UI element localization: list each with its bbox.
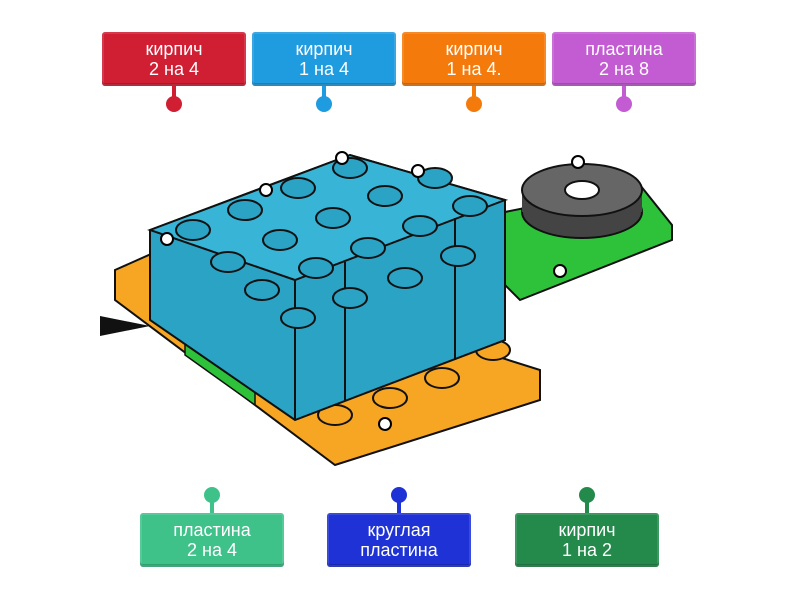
label-pin [172, 86, 176, 100]
label-text: 1 на 2 [562, 540, 612, 560]
label-text: 1 на 4 [299, 59, 349, 79]
label-pin [472, 86, 476, 100]
label-pin [585, 500, 589, 514]
label-pin [210, 500, 214, 514]
label-text: 2 на 8 [599, 59, 649, 79]
drop-target[interactable] [571, 155, 585, 169]
drop-target[interactable] [378, 417, 392, 431]
label-text: кирпич [445, 39, 503, 59]
label-text: 1 на 4. [446, 59, 502, 79]
label-pin-dot [466, 96, 482, 112]
drop-target[interactable] [160, 232, 174, 246]
label-text: круглая [367, 520, 431, 540]
label-pin [622, 86, 626, 100]
drop-target[interactable] [335, 151, 349, 165]
label-text: 2 на 4 [149, 59, 199, 79]
drop-target[interactable] [553, 264, 567, 278]
label-text: пластина [360, 540, 438, 560]
label-text: кирпич [558, 520, 616, 540]
label-pin-dot [579, 487, 595, 503]
label-pin [397, 500, 401, 514]
label-text: кирпич [145, 39, 203, 59]
label-text: кирпич [295, 39, 353, 59]
label-pin-dot [391, 487, 407, 503]
label-pin [322, 86, 326, 100]
label-pin-dot [616, 96, 632, 112]
drop-target[interactable] [259, 183, 273, 197]
label-text: пластина [173, 520, 251, 540]
label-pin-dot [166, 96, 182, 112]
label-text: 2 на 4 [187, 540, 237, 560]
drop-target[interactable] [411, 164, 425, 178]
label-pin-dot [204, 487, 220, 503]
label-text: пластина [585, 39, 663, 59]
arrow-icon [100, 316, 150, 336]
label-pin-dot [316, 96, 332, 112]
